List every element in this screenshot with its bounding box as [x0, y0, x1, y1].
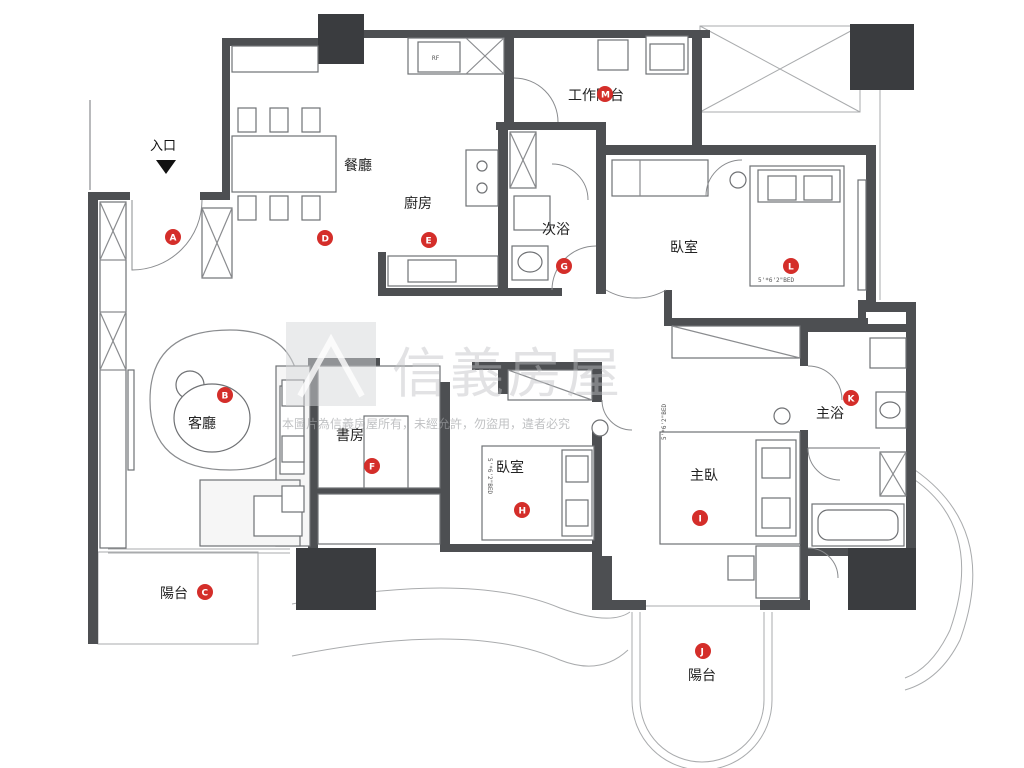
marker-f: F [364, 458, 380, 474]
marker-h: H [514, 502, 530, 518]
room-label-guest-bath: 次浴 [542, 222, 570, 238]
markers: A B C D E F G H I J K L M [165, 86, 859, 659]
marker-a: A [165, 229, 181, 245]
room-label-master-bath: 主浴 [816, 406, 844, 422]
marker-b: B [217, 387, 233, 403]
svg-text:B: B [222, 392, 229, 402]
marker-j: J [695, 643, 711, 659]
svg-text:G: G [561, 263, 568, 273]
marker-d: D [317, 230, 333, 246]
room-label-study: 書房 [336, 428, 364, 444]
room-label-bedroom-top: 臥室 [670, 239, 698, 256]
entrance: 入口 [150, 139, 176, 174]
marker-e: E [421, 232, 437, 248]
entrance-arrow-icon [156, 160, 176, 174]
svg-text:I: I [699, 515, 702, 525]
room-label-balcony-master: 陽台 [688, 668, 716, 684]
watermark-notice: 本圖片為信義房屋所有，未經允許，勿盜用，違者必究 [282, 416, 570, 431]
fixture-labels: RF 5'*6'2"BED 5'*6'2"BED 5'*6'2"BED [432, 55, 795, 495]
svg-text:M: M [601, 91, 610, 101]
room-label-dining: 餐廳 [344, 157, 372, 174]
svg-text:D: D [322, 235, 329, 245]
marker-k: K [843, 390, 859, 406]
watermark: 信義房屋 本圖片為信義房屋所有，未經允許，勿盜用，違者必究 [282, 322, 624, 431]
svg-text:J: J [700, 648, 704, 658]
room-label-bedroom-mid: 臥室 [496, 459, 524, 476]
svg-text:C: C [202, 589, 209, 599]
watermark-brand: 信義房屋 [392, 342, 624, 405]
marker-g: G [556, 258, 572, 274]
entrance-label: 入口 [150, 139, 176, 154]
marker-i: I [692, 510, 708, 526]
door-swings [131, 77, 843, 579]
room-label-kitchen: 廚房 [404, 195, 432, 212]
watermark-roof-icon [297, 333, 365, 398]
svg-text:A: A [170, 234, 177, 244]
room-label-utility-balcony: 工作陽台 [568, 88, 624, 104]
marker-c: C [197, 584, 213, 600]
bed-size-mid: 5'*6'2"BED [486, 458, 493, 495]
marker-m: M [597, 86, 613, 102]
room-labels: 餐廳 廚房 工作陽台 次浴 臥室 客廳 書房 臥室 主臥 主浴 陽台 陽台 [160, 88, 844, 684]
furniture [99, 35, 907, 599]
room-label-living: 客廳 [188, 415, 216, 432]
bed-size-top: 5'*6'2"BED [758, 277, 795, 284]
room-label-balcony-living: 陽台 [160, 586, 188, 602]
svg-text:L: L [788, 263, 794, 273]
svg-text:K: K [848, 395, 856, 405]
pillars [296, 14, 916, 610]
room-label-master-bedroom: 主臥 [690, 468, 718, 484]
svg-text:E: E [426, 237, 432, 247]
bed-size-master: 5'*6'2"BED [661, 403, 668, 440]
marker-l: L [783, 258, 799, 274]
svg-text:H: H [519, 507, 527, 517]
fridge-label: RF [432, 55, 440, 62]
svg-text:F: F [369, 463, 375, 473]
